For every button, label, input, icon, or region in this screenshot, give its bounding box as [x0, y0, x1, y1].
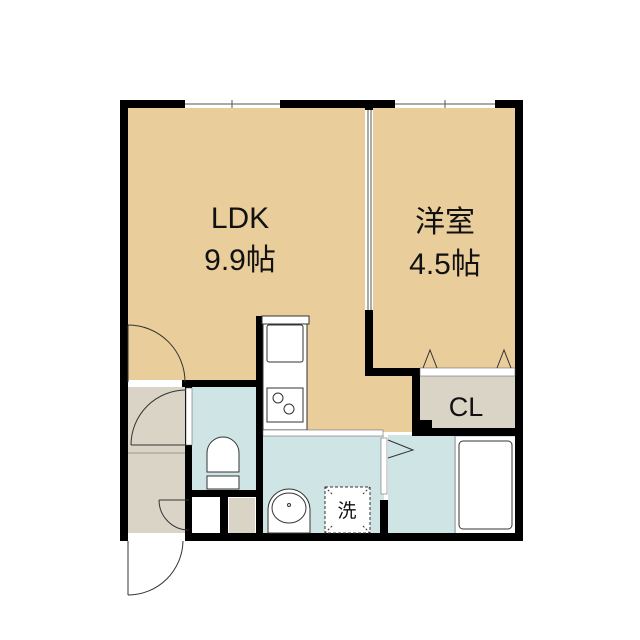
kitchen-counter [261, 315, 310, 431]
bathtub-icon [454, 436, 515, 533]
shoe-closet-door[interactable] [128, 389, 190, 531]
sink-icon [266, 324, 304, 363]
stove-icon [266, 387, 304, 423]
window-western [395, 100, 495, 108]
storage-small-1 [193, 498, 221, 534]
front-door[interactable] [127, 533, 185, 596]
entrance-floor [126, 384, 190, 534]
western-room-name: 洋室 [415, 206, 475, 239]
storage-small-2 [229, 498, 255, 534]
washer-label: 洗 [337, 500, 356, 522]
ldk-name: LDK [211, 202, 269, 235]
ldk-floor [126, 106, 368, 406]
western-room-size: 4.5帖 [409, 248, 481, 281]
washer-space: 洗 [324, 486, 371, 534]
sliding-door-western[interactable] [365, 110, 373, 310]
toilet-icon [206, 436, 240, 490]
closet-floor [420, 375, 518, 431]
ldk-floor-extension [300, 370, 415, 432]
window-ldk [185, 100, 280, 108]
door-ldk-entrance[interactable] [127, 324, 186, 387]
bathroom-door[interactable] [380, 437, 415, 495]
closet-door[interactable] [419, 348, 516, 377]
wash-basin-icon [267, 488, 311, 534]
washroom-door[interactable] [262, 429, 384, 437]
ldk-size: 9.9帖 [204, 244, 276, 277]
western-room-floor [370, 106, 518, 372]
closet-label: CL [449, 392, 484, 422]
toilet-door[interactable] [185, 387, 193, 446]
